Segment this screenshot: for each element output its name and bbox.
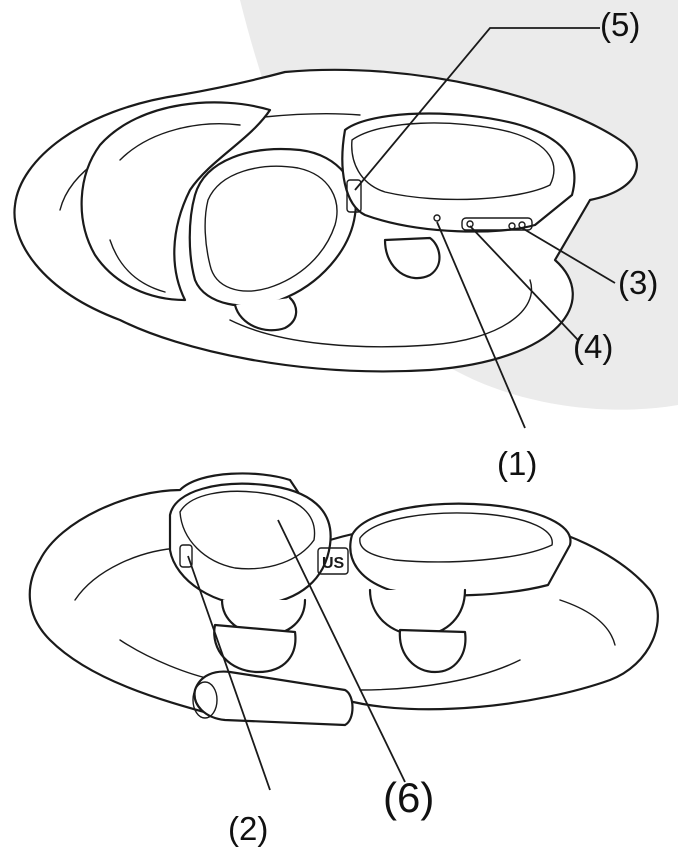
bottom-left-port bbox=[179, 544, 193, 568]
top-left-hook-inner bbox=[109, 123, 241, 293]
bottom-right-eartip bbox=[398, 628, 467, 674]
bottom-left-earbud bbox=[168, 482, 332, 607]
callout-1: (1) bbox=[497, 445, 537, 482]
callout-6: (6) bbox=[383, 774, 434, 821]
bottom-neckband bbox=[28, 472, 659, 717]
bottom-left-eartip bbox=[213, 623, 297, 674]
bottom-usb-block bbox=[317, 547, 349, 575]
leader-4 bbox=[469, 225, 579, 341]
leader-1 bbox=[436, 221, 526, 429]
top-left-eartip bbox=[233, 296, 298, 332]
top-right-earbud bbox=[341, 112, 576, 233]
top-button-mid bbox=[508, 222, 516, 230]
top-earphone-assembly bbox=[13, 68, 638, 373]
bottom-earphone-assembly: US bbox=[28, 472, 659, 727]
bottom-left-earbud-face bbox=[179, 490, 316, 570]
leader-5 bbox=[354, 27, 600, 191]
bottom-right-earbud-face bbox=[359, 512, 553, 563]
bottom-right-earbud bbox=[349, 502, 572, 597]
top-left-earbud-face bbox=[204, 165, 338, 292]
leader-lines bbox=[187, 27, 616, 791]
top-side-port bbox=[346, 179, 362, 213]
callout-4: (4) bbox=[573, 328, 613, 365]
callout-3: (3) bbox=[618, 264, 658, 301]
bottom-band-end bbox=[192, 681, 218, 719]
top-mic-hole bbox=[433, 214, 441, 222]
top-right-earbud-face bbox=[351, 122, 555, 201]
bottom-neckband-inner bbox=[74, 547, 616, 691]
top-button-strip bbox=[461, 217, 533, 231]
callout-2: (2) bbox=[228, 810, 268, 847]
usb-port-label: US bbox=[322, 555, 345, 572]
leader-2 bbox=[187, 555, 271, 791]
top-left-earbud bbox=[188, 148, 357, 307]
top-right-eartip bbox=[383, 236, 441, 280]
callout-5: (5) bbox=[600, 6, 640, 43]
leader-3 bbox=[521, 227, 616, 284]
leader-6 bbox=[277, 519, 406, 783]
